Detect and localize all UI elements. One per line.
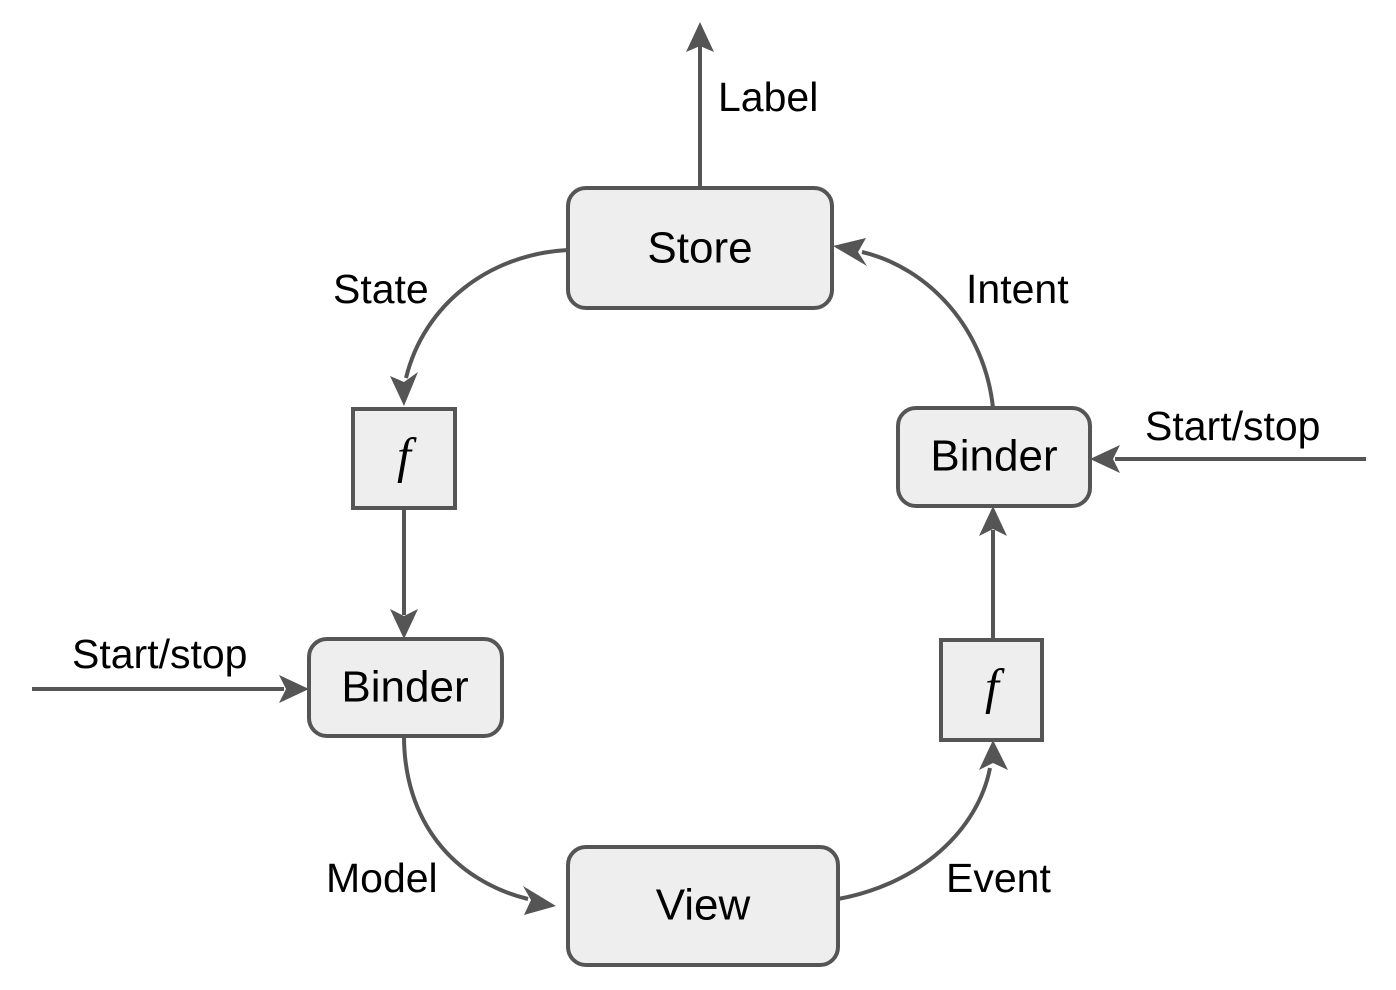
node-view-shape[interactable] — [566, 845, 840, 967]
edge-startstop-right — [1090, 445, 1366, 473]
edge-event-arrowhead — [979, 740, 1008, 770]
node-binder-left-shape[interactable] — [307, 637, 504, 738]
edge-label-text-startstop-right: Start/stop — [1145, 403, 1320, 449]
edge-fn-left-out — [390, 508, 418, 639]
node-binder-right-label: Binder — [930, 432, 1057, 481]
node-binder-right-shape[interactable] — [896, 406, 1092, 508]
edge-intent-line — [861, 250, 995, 409]
node-binder-right[interactable]: Binder — [896, 406, 1092, 508]
edge-label-text-state: State — [333, 266, 429, 312]
node-store-label: Store — [647, 224, 752, 273]
node-binder-left[interactable]: Binder — [307, 637, 504, 738]
edge-state — [390, 248, 569, 406]
edge-label-text-startstop-left: Start/stop — [72, 631, 247, 677]
edge-state-line — [404, 248, 569, 379]
node-view[interactable]: View — [566, 845, 840, 967]
edge-startstop-left-arrowhead — [279, 675, 309, 703]
node-store-shape[interactable] — [566, 186, 834, 310]
edge-startstop-right-arrowhead — [1090, 445, 1120, 473]
edge-label-text-label-out: Label — [718, 74, 818, 120]
node-fn-right[interactable]: f — [939, 638, 1044, 742]
edge-intent-arrowhead — [833, 238, 867, 266]
node-fn-right-shape[interactable] — [939, 638, 1044, 742]
edge-state-arrowhead — [390, 372, 418, 406]
node-binder-left-label: Binder — [341, 663, 468, 712]
edge-fn-left-out-arrowhead — [390, 609, 418, 639]
node-fn-left-shape[interactable] — [351, 407, 457, 510]
edge-label-out — [686, 22, 714, 188]
edge-model-arrowhead — [523, 886, 556, 915]
edge-fn-right-out — [979, 506, 1007, 640]
edge-event — [837, 740, 1008, 901]
node-store[interactable]: Store — [566, 186, 834, 310]
edge-event-line — [837, 767, 992, 901]
edge-label-text-intent: Intent — [966, 266, 1069, 312]
edge-label-text-model: Model — [326, 855, 438, 901]
edge-fn-right-out-arrowhead — [979, 506, 1007, 536]
edge-model — [402, 735, 556, 915]
node-view-label: View — [656, 881, 751, 930]
node-fn-left[interactable]: f — [351, 407, 457, 510]
edge-model-line — [402, 735, 529, 901]
edge-intent — [833, 238, 995, 409]
edge-label-text-event: Event — [946, 855, 1051, 901]
edge-label-out-arrowhead — [686, 22, 714, 52]
edge-startstop-left — [32, 675, 309, 703]
